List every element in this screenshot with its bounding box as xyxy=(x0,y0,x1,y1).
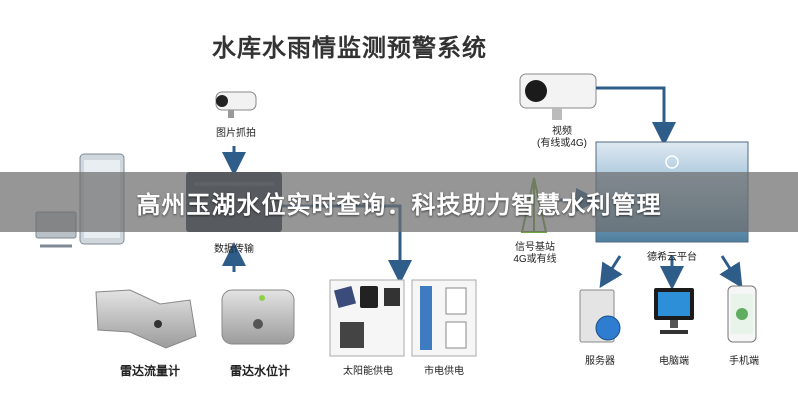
radar-flow-meter-icon xyxy=(95,289,197,349)
label-signal-station-line2: 4G或有线 xyxy=(513,254,557,265)
headline-text: 高州玉湖水位实时查询：科技助力智慧水利管理 xyxy=(136,191,662,219)
label-video-line1: 视频 xyxy=(552,126,572,137)
mains-power-panel xyxy=(411,279,477,357)
label-server: 服务器 xyxy=(585,356,615,367)
server-icon xyxy=(579,289,621,343)
computer-icon xyxy=(654,288,694,334)
label-signal-station-line1: 信号基站 xyxy=(515,242,555,253)
label-cloud-platform: 德希云平台 xyxy=(647,252,697,263)
label-mobile: 手机端 xyxy=(729,356,759,367)
radar-level-meter-icon xyxy=(221,289,295,345)
page-title: 水库水雨情监测预警系统 xyxy=(212,35,487,62)
solar-power-panel xyxy=(329,279,405,357)
label-video-line2: (有线或4G) xyxy=(537,138,587,149)
label-radar-flow: 雷达流量计 xyxy=(119,364,180,378)
label-computer: 电脑端 xyxy=(659,356,689,367)
label-photo-capture: 图片抓拍 xyxy=(216,128,256,139)
video-camera-icon xyxy=(519,73,597,120)
arrow-video-to-cloud xyxy=(596,86,676,146)
photo-camera-icon xyxy=(215,91,257,118)
label-solar-power: 太阳能供电 xyxy=(343,366,393,377)
arrow-cloud-to-mobile xyxy=(719,255,743,289)
arrow-cloud-to-server xyxy=(599,255,623,289)
label-radar-level: 雷达水位计 xyxy=(229,364,290,378)
label-mains-power: 市电供电 xyxy=(424,366,464,377)
mobile-phone-icon xyxy=(727,285,757,343)
label-data-transmission: 数据传输 xyxy=(214,244,254,255)
headline-banner: 高州玉湖水位实时查询：科技助力智慧水利管理 xyxy=(0,172,798,232)
